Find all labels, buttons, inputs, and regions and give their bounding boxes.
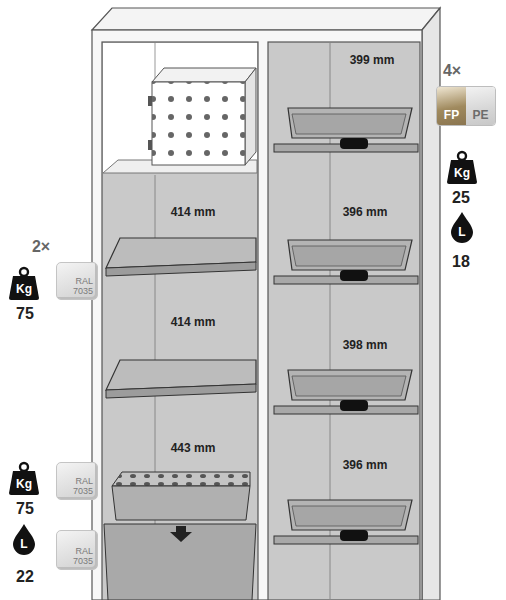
material-badge: FP PE bbox=[436, 86, 496, 126]
shelf-colour-tile: RAL 7035 bbox=[56, 530, 98, 570]
capacity-value: 18 bbox=[452, 253, 470, 271]
icon-text: RAL 7035 bbox=[69, 277, 93, 296]
dimension-label: 399 mm bbox=[350, 53, 395, 67]
quantity-label: 2× bbox=[32, 238, 50, 256]
dimension-label: 396 mm bbox=[343, 458, 388, 472]
dimension-label: 398 mm bbox=[343, 338, 388, 352]
sump-volume-icon: L bbox=[11, 524, 37, 556]
capacity-value: 75 bbox=[16, 500, 34, 518]
icon-text: Kg bbox=[16, 478, 32, 490]
icon-text: PE bbox=[472, 108, 488, 122]
quantity-label: 4× bbox=[443, 62, 461, 80]
dimension-label: 414 mm bbox=[171, 315, 216, 329]
capacity-value: 75 bbox=[16, 305, 34, 323]
icon-text: FP bbox=[444, 108, 459, 122]
icon-text: L bbox=[458, 226, 465, 238]
capacity-value: 22 bbox=[16, 568, 34, 586]
icon-text: RAL 7035 bbox=[69, 477, 93, 496]
load-capacity-icon: Kg bbox=[8, 266, 40, 300]
shelf-colour-tile: RAL 7035 bbox=[56, 262, 98, 300]
icon-text: RAL 7035 bbox=[69, 547, 93, 566]
icon-text: Kg bbox=[454, 167, 470, 179]
icon-text: Kg bbox=[16, 283, 32, 295]
shelf-colour-tile: RAL 7035 bbox=[56, 462, 98, 500]
load-capacity-icon: Kg bbox=[8, 461, 40, 495]
dimension-label: 396 mm bbox=[343, 205, 388, 219]
badge-half: FP bbox=[437, 87, 466, 125]
dimension-label: 414 mm bbox=[171, 205, 216, 219]
icon-text: L bbox=[20, 538, 27, 550]
load-capacity-icon: Kg bbox=[446, 150, 478, 184]
capacity-value: 25 bbox=[452, 189, 470, 207]
sump-volume-icon: L bbox=[449, 212, 475, 244]
badge-half: PE bbox=[466, 87, 495, 125]
dimension-label: 443 mm bbox=[171, 441, 216, 455]
